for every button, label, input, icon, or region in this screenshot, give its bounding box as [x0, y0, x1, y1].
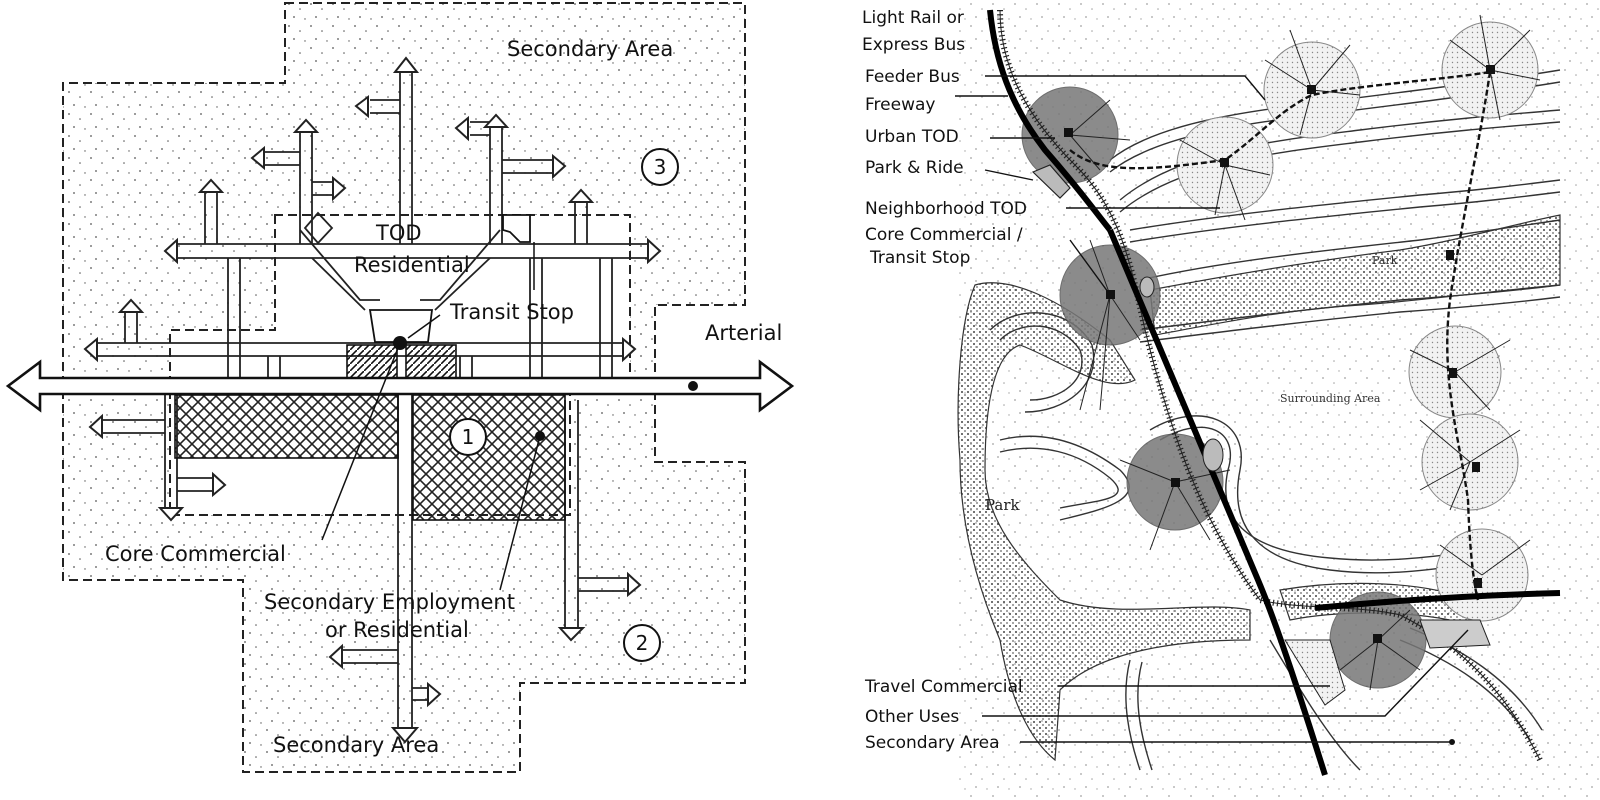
label-tod-residential-line2: Residential	[354, 253, 470, 277]
right-regional-tod-map: Light Rail or Express Bus Feeder Bus Fre…	[862, 0, 1600, 800]
core-commercial-north-east	[405, 344, 457, 379]
legend-light-rail-line1: Light Rail or	[862, 8, 964, 28]
transit-stop-building	[368, 309, 434, 343]
legend-travel-commercial: Travel Commercial	[864, 677, 1023, 697]
legend-neighborhood-tod: Neighborhood TOD	[865, 199, 1027, 219]
left-tod-concept-diagram: Secondary Area Secondary Area TOD Reside…	[5, 2, 795, 773]
legend-light-rail-line2: Express Bus	[862, 35, 965, 55]
label-secondary-area-bottom: Secondary Area	[273, 733, 439, 757]
pond-feature-small	[1139, 276, 1155, 298]
label-secondary-employment-line1: Secondary Employment	[264, 590, 515, 614]
label-secondary-area-top: Secondary Area	[507, 37, 673, 61]
street-arrowheads	[83, 56, 662, 744]
label-tod-residential-line1: TOD	[375, 221, 422, 245]
legend-feeder-bus: Feeder Bus	[865, 67, 960, 87]
secondary-area-marker	[1449, 739, 1455, 745]
map-label-park-left: Park	[985, 496, 1021, 514]
svg-text:2: 2	[636, 631, 649, 655]
label-secondary-employment-line2: or Residential	[325, 618, 469, 642]
map-label-surrounding-area: Surrounding Area	[1280, 392, 1381, 405]
core-commercial-north-west	[346, 344, 398, 379]
residential-building	[502, 214, 531, 243]
legend-core-commercial-line1: Core Commercial /	[865, 225, 1023, 245]
tod-radial-arrows	[1069, 14, 1541, 691]
feeder-bus-routes	[1069, 70, 1492, 601]
legend-freeway: Freeway	[865, 95, 935, 115]
secondary-employment-west	[174, 394, 399, 459]
svg-text:3: 3	[654, 155, 667, 179]
secondary-employment-east	[412, 394, 566, 521]
legend-urban-tod: Urban TOD	[865, 127, 959, 147]
legend-core-commercial-line2: Transit Stop	[869, 248, 970, 268]
park-and-ride-lot	[1031, 164, 1071, 199]
park-area-left	[957, 282, 1251, 762]
label-transit-stop: Transit Stop	[449, 300, 574, 324]
other-uses-area	[1419, 619, 1491, 649]
label-arterial: Arterial	[705, 321, 782, 345]
arterial-road	[5, 359, 795, 413]
zone-3-marker: 3	[641, 148, 679, 186]
legend-secondary-area: Secondary Area	[865, 733, 1000, 753]
zone-1-marker: 1	[449, 418, 487, 456]
zone-2-marker: 2	[623, 624, 661, 662]
transit-stations	[1064, 65, 1495, 643]
travel-commercial-area	[1284, 639, 1346, 706]
map-label-park-top: Park	[1372, 254, 1398, 267]
label-core-commercial: Core Commercial	[105, 542, 286, 566]
svg-text:1: 1	[462, 425, 475, 449]
freeway	[987, 9, 1561, 776]
light-rail-line	[997, 9, 1543, 762]
pond-feature	[1202, 438, 1224, 472]
left-leader-lines	[321, 242, 541, 591]
right-leader-lines	[955, 75, 1469, 743]
legend-other-uses: Other Uses	[865, 707, 959, 727]
legend-park-ride: Park & Ride	[865, 158, 964, 178]
